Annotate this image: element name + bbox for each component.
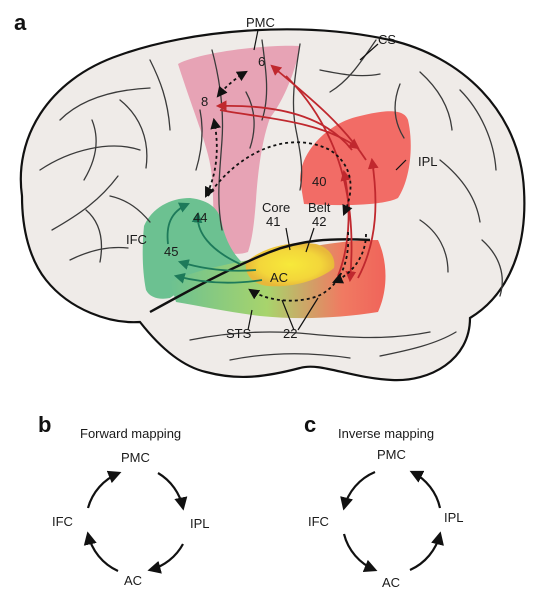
sulci bbox=[39, 39, 503, 361]
arc-ac-ifc bbox=[83, 531, 119, 573]
label-cs: CS bbox=[378, 32, 396, 47]
label-pmc: PMC bbox=[246, 15, 275, 30]
inverse-arrows bbox=[166, 202, 263, 284]
c-node-pmc: PMC bbox=[377, 447, 406, 462]
b-node-ac: AC bbox=[124, 573, 142, 588]
lateral-sulcus bbox=[149, 238, 371, 314]
b-node-pmc: PMC bbox=[121, 450, 150, 465]
green-arrow-to-44 bbox=[166, 202, 190, 245]
panel-c: c Inverse mapping PMC IPL AC IFC bbox=[304, 412, 464, 590]
b-node-ifc: IFC bbox=[52, 514, 73, 529]
dotted-ac-loop bbox=[248, 231, 350, 302]
c-node-ac: AC bbox=[382, 575, 400, 590]
red-arrow-8-to-ipl bbox=[219, 109, 360, 150]
forward-arrows bbox=[215, 64, 379, 283]
c-node-ipl: IPL bbox=[444, 510, 464, 525]
red-arrow-ipl-down bbox=[285, 75, 357, 283]
area-41: 41 bbox=[266, 214, 280, 229]
label-core: Core bbox=[262, 200, 290, 215]
area-44: 44 bbox=[193, 210, 207, 225]
forward-cycle bbox=[83, 470, 188, 574]
pmc-region bbox=[178, 45, 300, 254]
dotted-8-44 bbox=[205, 117, 221, 198]
label-ifc: IFC bbox=[126, 232, 147, 247]
red-arrow-to-40b bbox=[357, 157, 379, 279]
panel-b-letter: b bbox=[38, 412, 51, 437]
area-22: 22 bbox=[283, 326, 297, 341]
arc-ifc-ac bbox=[342, 533, 378, 573]
arc-ipl-ac bbox=[147, 543, 184, 574]
dotted-44-ac bbox=[207, 141, 353, 216]
dotted-ipl-ac bbox=[332, 233, 367, 284]
arc-ac-ipl bbox=[409, 531, 444, 572]
panel-b-title: Forward mapping bbox=[80, 426, 181, 441]
dotted-6-8 bbox=[216, 70, 248, 98]
green-arrow-to-44b bbox=[191, 211, 241, 265]
area-42: 42 bbox=[312, 214, 326, 229]
area-45: 45 bbox=[164, 244, 178, 259]
label-ac: AC bbox=[270, 270, 288, 285]
label-ipl: IPL bbox=[418, 154, 438, 169]
arc-pmc-ifc bbox=[340, 470, 376, 511]
panel-b: b Forward mapping PMC IPL AC IFC bbox=[38, 412, 210, 588]
green-arrow-to-45a bbox=[177, 259, 257, 272]
label-sts: STS bbox=[226, 326, 252, 341]
arc-ipl-pmc bbox=[409, 470, 442, 509]
arc-pmc-ipl bbox=[157, 472, 188, 511]
area-40: 40 bbox=[312, 174, 326, 189]
red-arrow-to-40 bbox=[337, 169, 352, 277]
c-node-ifc: IFC bbox=[308, 514, 329, 529]
area-6: 6 bbox=[258, 54, 265, 69]
area-8: 8 bbox=[201, 94, 208, 109]
panel-c-letter: c bbox=[304, 412, 316, 437]
b-node-ipl: IPL bbox=[190, 516, 210, 531]
dotted-arrows bbox=[205, 70, 367, 302]
green-arrow-to-45b bbox=[173, 273, 263, 284]
red-arrow-to-8 bbox=[215, 100, 353, 151]
panel-a: a bbox=[14, 10, 526, 382]
arc-ifc-pmc bbox=[86, 470, 122, 509]
label-belt: Belt bbox=[308, 200, 331, 215]
sts-line bbox=[189, 331, 431, 341]
panel-c-title: Inverse mapping bbox=[338, 426, 434, 441]
panel-a-letter: a bbox=[14, 10, 27, 35]
pointer-lines bbox=[247, 29, 407, 331]
inverse-cycle bbox=[340, 470, 444, 573]
